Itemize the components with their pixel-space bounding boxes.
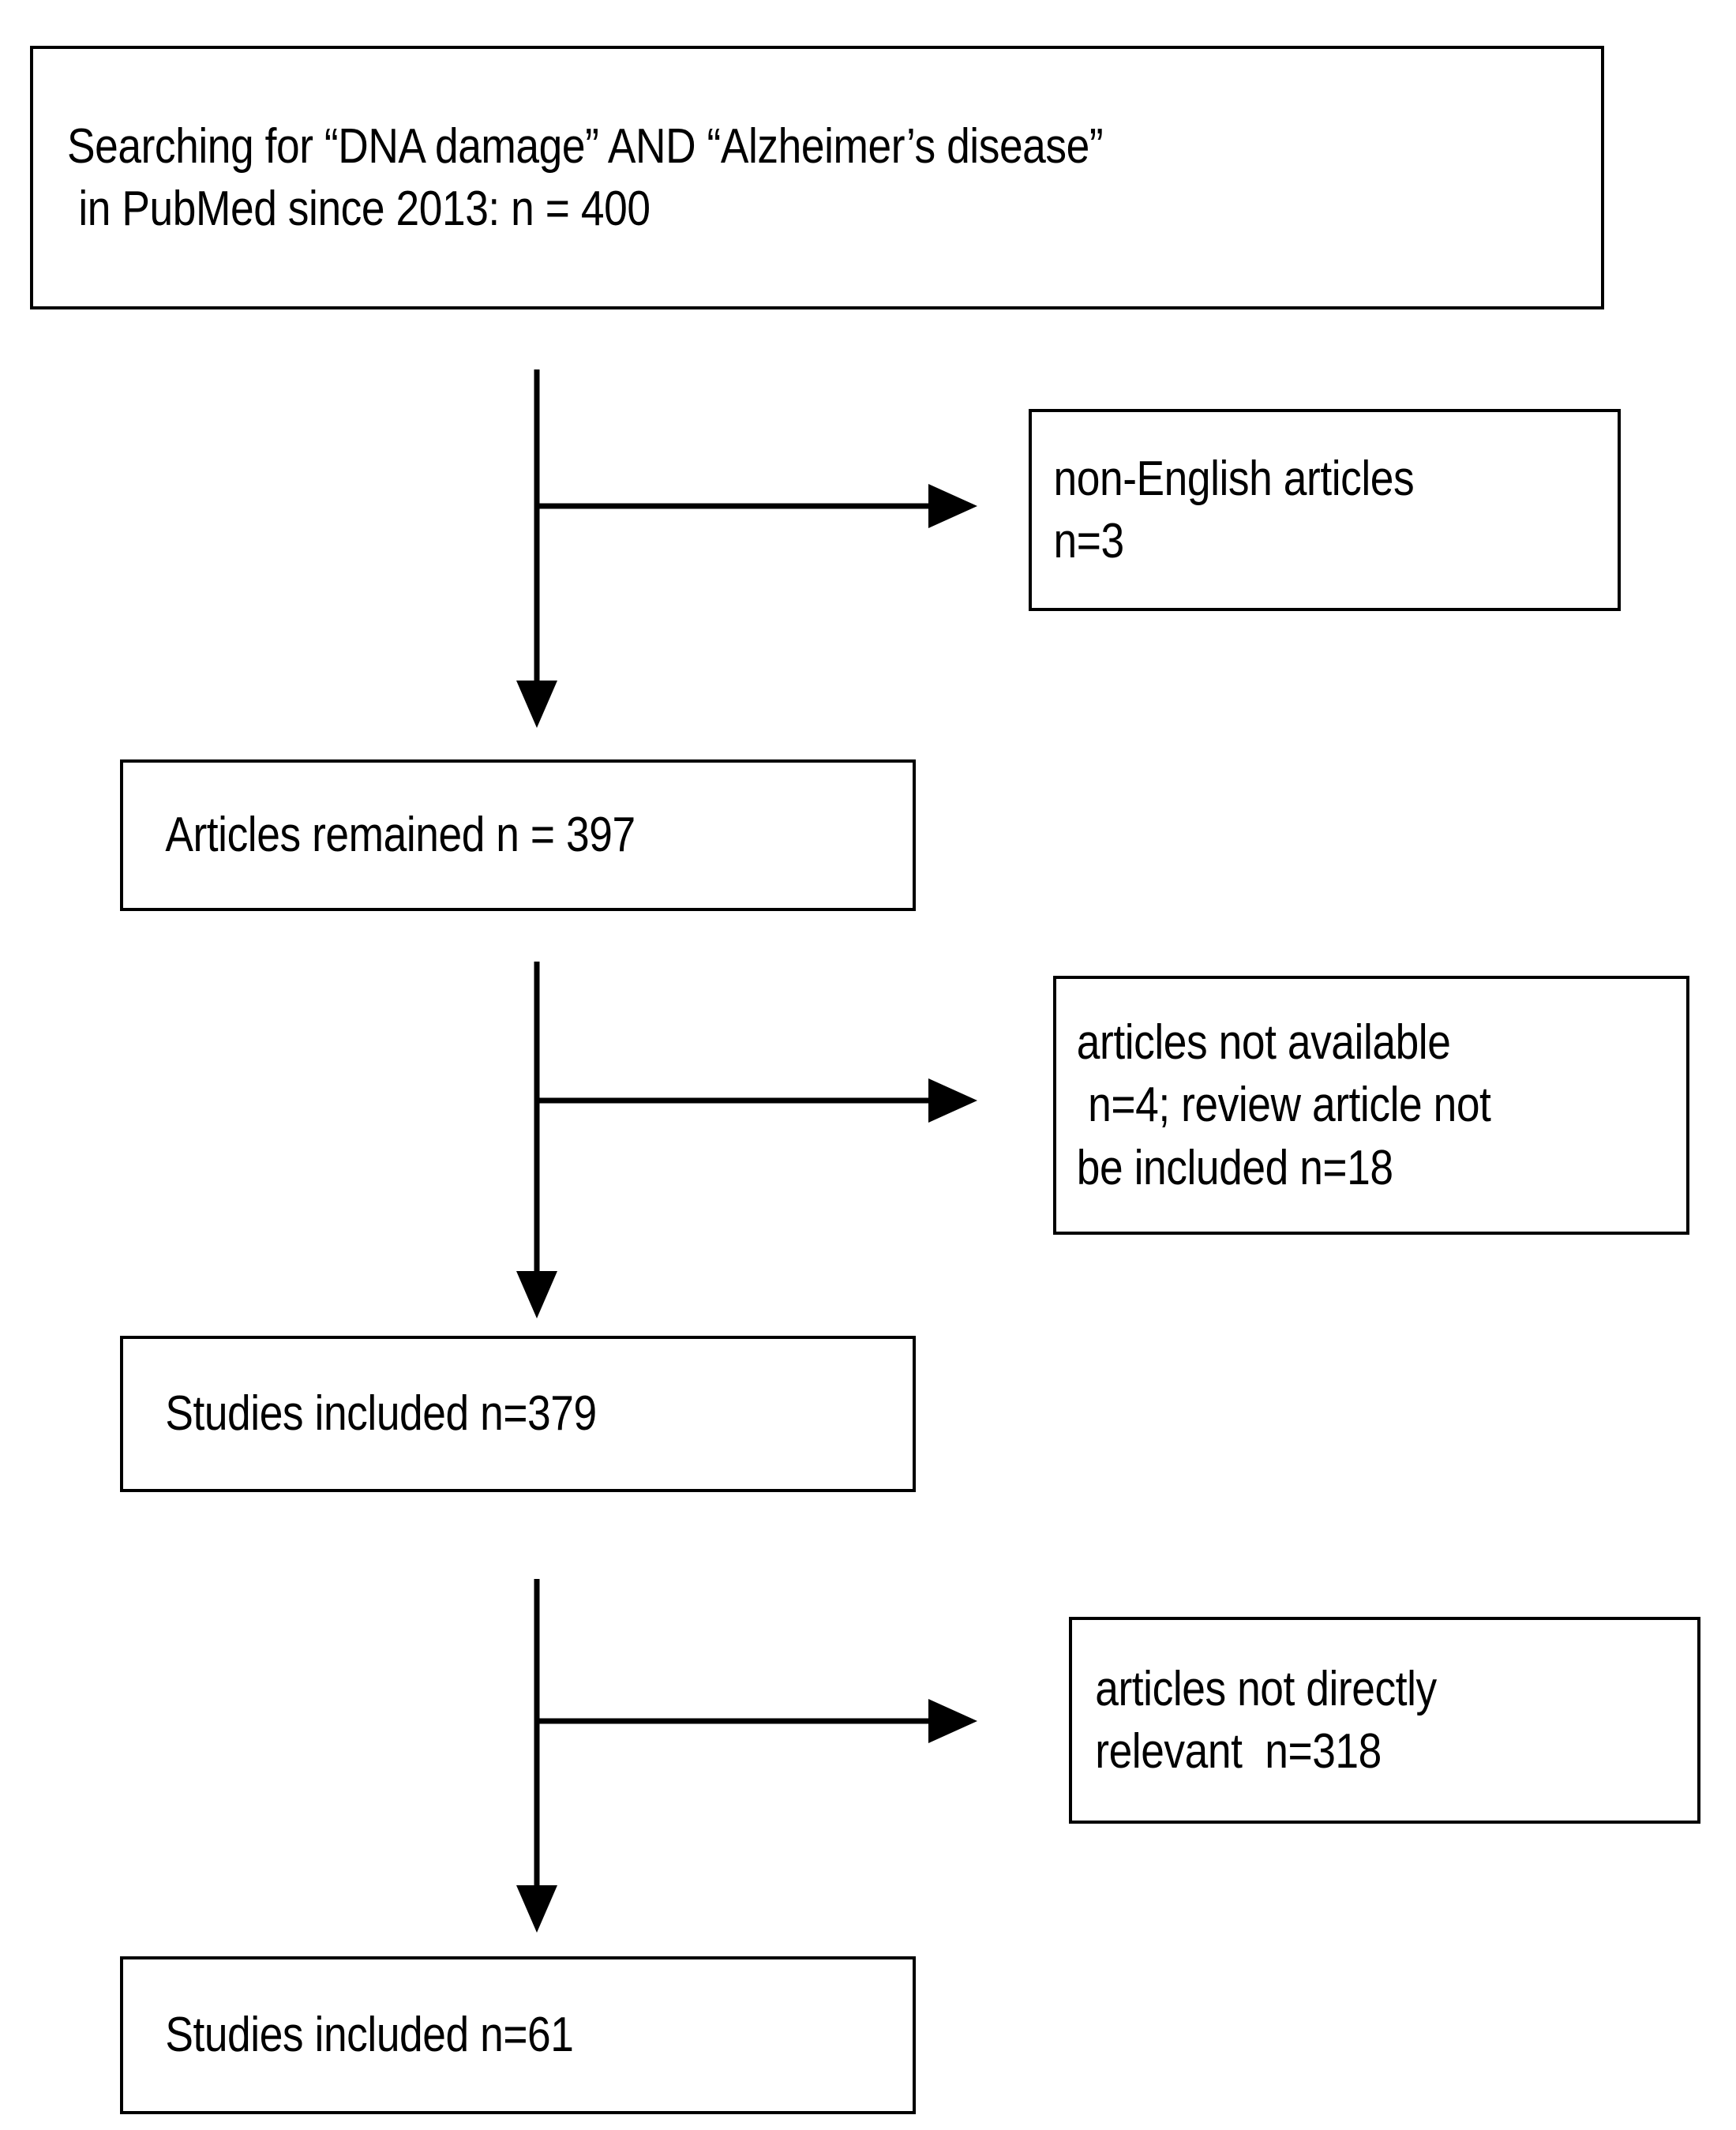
edge-search-to-remained	[516, 369, 557, 728]
node-not-available-excluded-line-3: be included n=18	[1076, 1140, 1393, 1195]
node-search-query-line-2: in PubMed since 2013: n = 400	[67, 182, 651, 236]
node-not-relevant-excluded: articles not directly relevant n=318	[1069, 1617, 1700, 1824]
node-not-relevant-excluded-line-1: articles not directly	[1095, 1661, 1437, 1716]
node-articles-remained-line-1: Articles remained n = 397	[165, 808, 636, 863]
node-not-available-excluded-line-2: n=4; review article not	[1076, 1078, 1491, 1133]
node-studies-included-61: Studies included n=61	[120, 1956, 916, 2114]
node-not-available-excluded-line-1: articles not available	[1076, 1014, 1451, 1070]
edge-included379-to-notrelevant	[537, 1699, 977, 1743]
edge-included379-to-included61	[516, 1579, 557, 1933]
node-studies-included-379-line-1: Studies included n=379	[165, 1386, 597, 1442]
node-non-english-excluded-line-1: non-English articles	[1053, 451, 1415, 506]
node-articles-remained: Articles remained n = 397	[120, 759, 916, 911]
edge-search-to-nonenglish	[537, 484, 977, 528]
node-non-english-excluded-line-2: n=3	[1053, 514, 1125, 568]
node-not-relevant-excluded-line-2: relevant n=318	[1095, 1724, 1382, 1779]
node-not-available-excluded: articles not available n=4; review artic…	[1053, 976, 1689, 1235]
node-search-query: Searching for “DNA damage” AND “Alzheime…	[30, 46, 1604, 309]
node-studies-included-379: Studies included n=379	[120, 1336, 916, 1492]
node-studies-included-61-line-1: Studies included n=61	[165, 2008, 574, 2063]
node-search-query-line-1: Searching for “DNA damage” AND “Alzheime…	[67, 118, 1104, 174]
edge-remained-to-included379	[516, 962, 557, 1318]
node-non-english-excluded: non-English articles n=3	[1029, 409, 1621, 611]
edge-remained-to-notavailable	[537, 1078, 977, 1123]
